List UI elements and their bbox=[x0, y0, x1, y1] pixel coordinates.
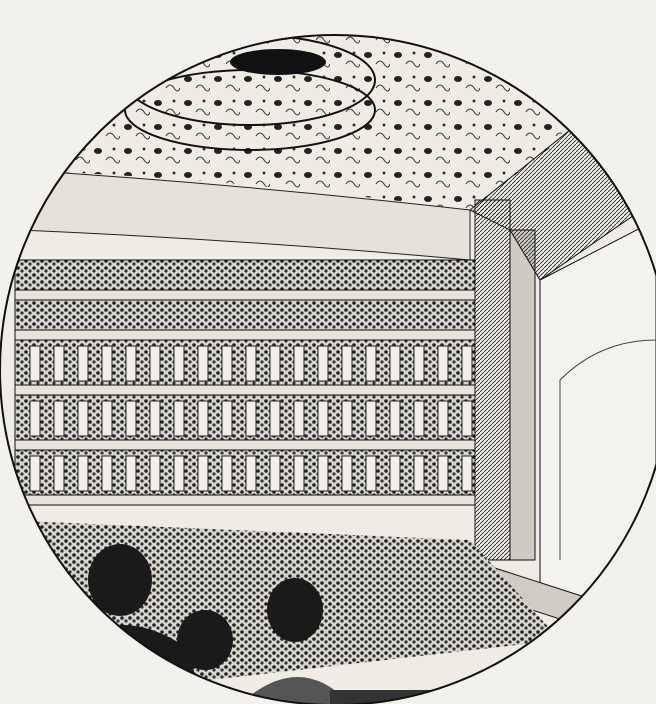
box-partition bbox=[77, 455, 89, 492]
proscenium-column bbox=[474, 199, 511, 561]
box-partition bbox=[29, 400, 41, 437]
box-partition bbox=[221, 455, 233, 492]
box-partition bbox=[245, 455, 257, 492]
box-partition bbox=[77, 345, 89, 382]
box-partition bbox=[173, 400, 185, 437]
box-partition bbox=[317, 400, 329, 437]
box-partition bbox=[221, 400, 233, 437]
box-partition bbox=[125, 400, 137, 437]
box-partition bbox=[269, 400, 281, 437]
box-partition bbox=[317, 455, 329, 492]
box-partition bbox=[125, 455, 137, 492]
box-partition bbox=[413, 400, 425, 437]
box-partition bbox=[293, 455, 305, 492]
box-partition bbox=[365, 345, 377, 382]
balcony-railing bbox=[14, 384, 476, 396]
box-partition bbox=[125, 345, 137, 382]
box-partition bbox=[437, 345, 449, 382]
box-partition bbox=[389, 345, 401, 382]
box-partition bbox=[101, 400, 113, 437]
balcony-tiers bbox=[14, 259, 476, 506]
box-partition bbox=[413, 455, 425, 492]
box-partition bbox=[461, 455, 473, 492]
box-partition bbox=[437, 455, 449, 492]
box-partition bbox=[197, 400, 209, 437]
box-partition bbox=[365, 455, 377, 492]
box-partition bbox=[149, 455, 161, 492]
box-partition bbox=[245, 400, 257, 437]
balcony-railing bbox=[14, 289, 476, 301]
box-partition bbox=[29, 455, 41, 492]
box-partition bbox=[149, 400, 161, 437]
box-partition bbox=[293, 345, 305, 382]
box-partition bbox=[197, 345, 209, 382]
balcony-railing bbox=[14, 494, 476, 506]
box-partition bbox=[365, 400, 377, 437]
box-partition bbox=[413, 345, 425, 382]
box-partition bbox=[341, 345, 353, 382]
box-partition bbox=[269, 455, 281, 492]
box-partition bbox=[173, 455, 185, 492]
box-partition bbox=[101, 455, 113, 492]
box-partition bbox=[53, 455, 65, 492]
box-partition bbox=[197, 455, 209, 492]
box-partition bbox=[341, 400, 353, 437]
box-partition bbox=[389, 400, 401, 437]
box-partition bbox=[269, 345, 281, 382]
box-partition bbox=[245, 345, 257, 382]
box-partition bbox=[389, 455, 401, 492]
box-partition bbox=[53, 400, 65, 437]
chandelier-ring bbox=[124, 35, 376, 151]
box-partition bbox=[317, 345, 329, 382]
box-partition bbox=[53, 345, 65, 382]
box-partition bbox=[461, 400, 473, 437]
balcony-railing bbox=[14, 329, 476, 341]
vignette-border bbox=[0, 34, 656, 704]
box-partition bbox=[173, 345, 185, 382]
box-partition bbox=[149, 345, 161, 382]
box-partition bbox=[341, 455, 353, 492]
box-partition bbox=[221, 345, 233, 382]
box-partition bbox=[101, 345, 113, 382]
box-partition bbox=[293, 400, 305, 437]
box-partition bbox=[461, 345, 473, 382]
stage bbox=[539, 219, 656, 621]
box-partition bbox=[77, 400, 89, 437]
box-partition bbox=[437, 400, 449, 437]
box-partition bbox=[29, 345, 41, 382]
balcony-railing bbox=[14, 439, 476, 451]
